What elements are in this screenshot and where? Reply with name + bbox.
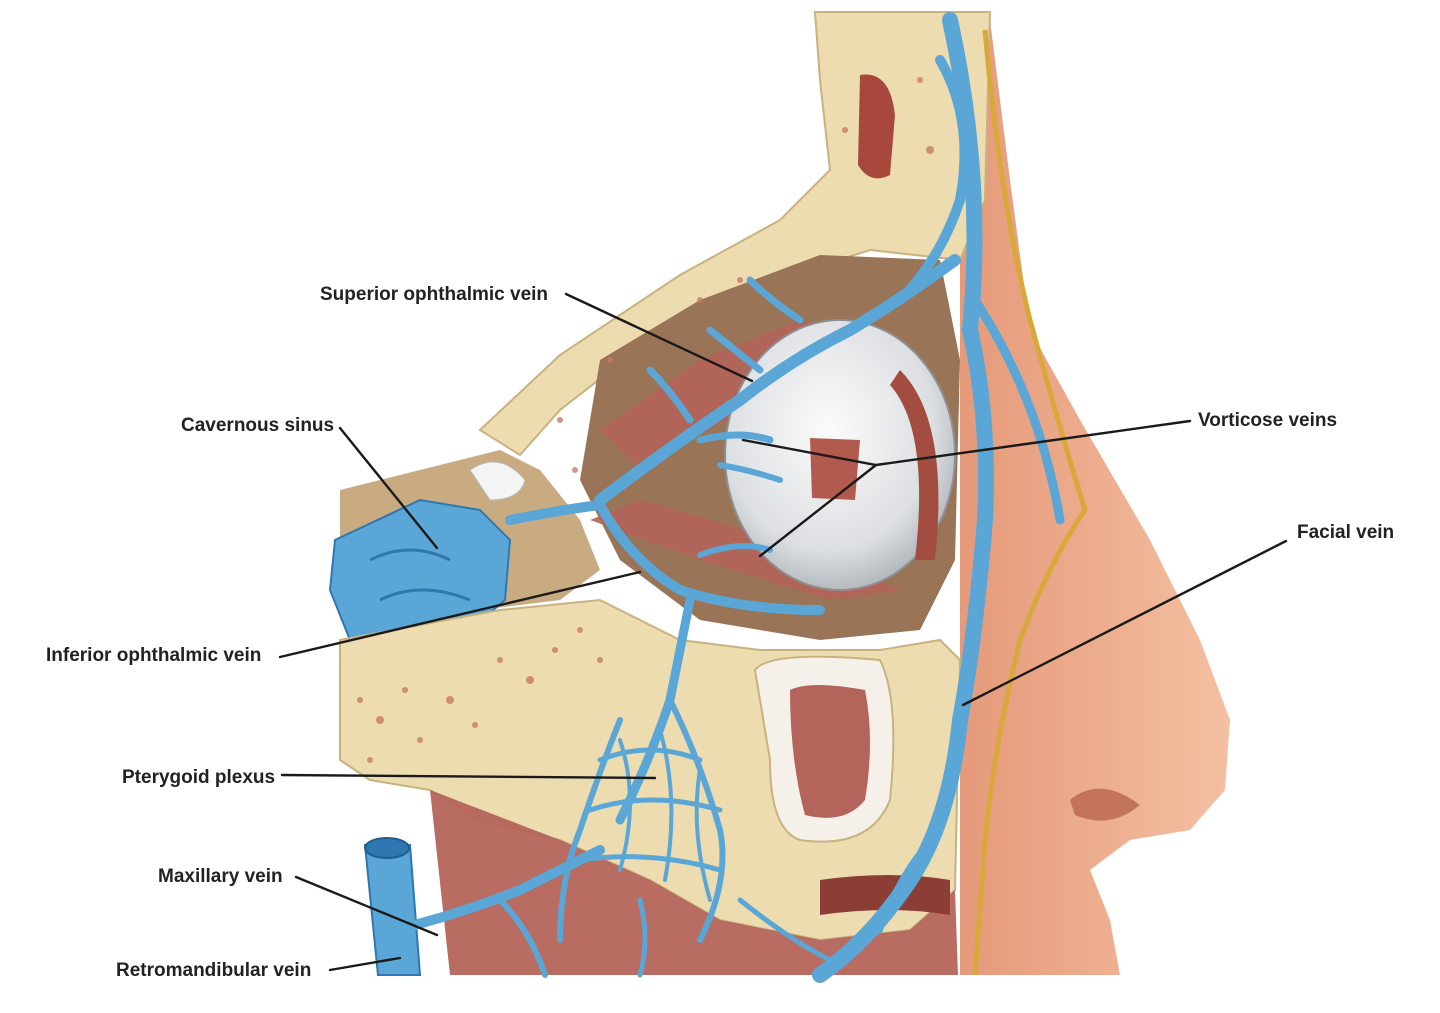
- frontal-sinus: [858, 74, 895, 179]
- leader-vorticose-veins-2: [758, 463, 878, 558]
- leader-maxillary-vein: [294, 875, 439, 937]
- facial-nerve-line: [972, 29, 1088, 976]
- eye-muscle-insertion: [810, 438, 860, 500]
- leader-cavernous-sinus: [338, 426, 439, 550]
- label-maxillary-vein: Maxillary vein: [158, 866, 283, 887]
- nose-skin: [960, 20, 1230, 975]
- venous-network: [410, 12, 1065, 983]
- maxillary-vein-path: [410, 845, 605, 930]
- leader-retromandibular-vein: [328, 956, 402, 972]
- leader-facial-vein: [961, 539, 1288, 707]
- label-facial-vein: Facial vein: [1297, 522, 1394, 543]
- label-vorticose-veins: Vorticose veins: [1198, 410, 1337, 431]
- inferior-ophthalmic-vein-path: [595, 500, 825, 615]
- leader-pterygoid-plexus: [280, 773, 657, 780]
- facial-vein-path: [812, 12, 994, 983]
- label-pterygoid-plexus: Pterygoid plexus: [122, 767, 275, 788]
- eye-muscle-insertion: [890, 370, 939, 560]
- bone-marrow-texture: [357, 77, 934, 763]
- label-inferior-ophthalmic-vein: Inferior ophthalmic vein: [46, 645, 261, 666]
- label-cavernous-sinus: Cavernous sinus: [181, 415, 334, 436]
- label-superior-ophthalmic-vein: Superior ophthalmic vein: [320, 284, 548, 305]
- cavernous-sinus-detail: [369, 548, 471, 602]
- bone-fragment: [469, 461, 526, 501]
- maxillary-sinus-inner: [790, 685, 870, 818]
- superior-ophthalmic-vein-path: [594, 254, 961, 506]
- retromandibular-vein-opening: [364, 837, 410, 859]
- nostril: [1070, 788, 1140, 821]
- label-retromandibular-vein: Retromandibular vein: [116, 960, 311, 981]
- leader-superior-ophthalmic-vein: [564, 292, 754, 383]
- leader-inferior-ophthalmic-vein: [278, 570, 642, 659]
- muscle-strip: [820, 875, 950, 915]
